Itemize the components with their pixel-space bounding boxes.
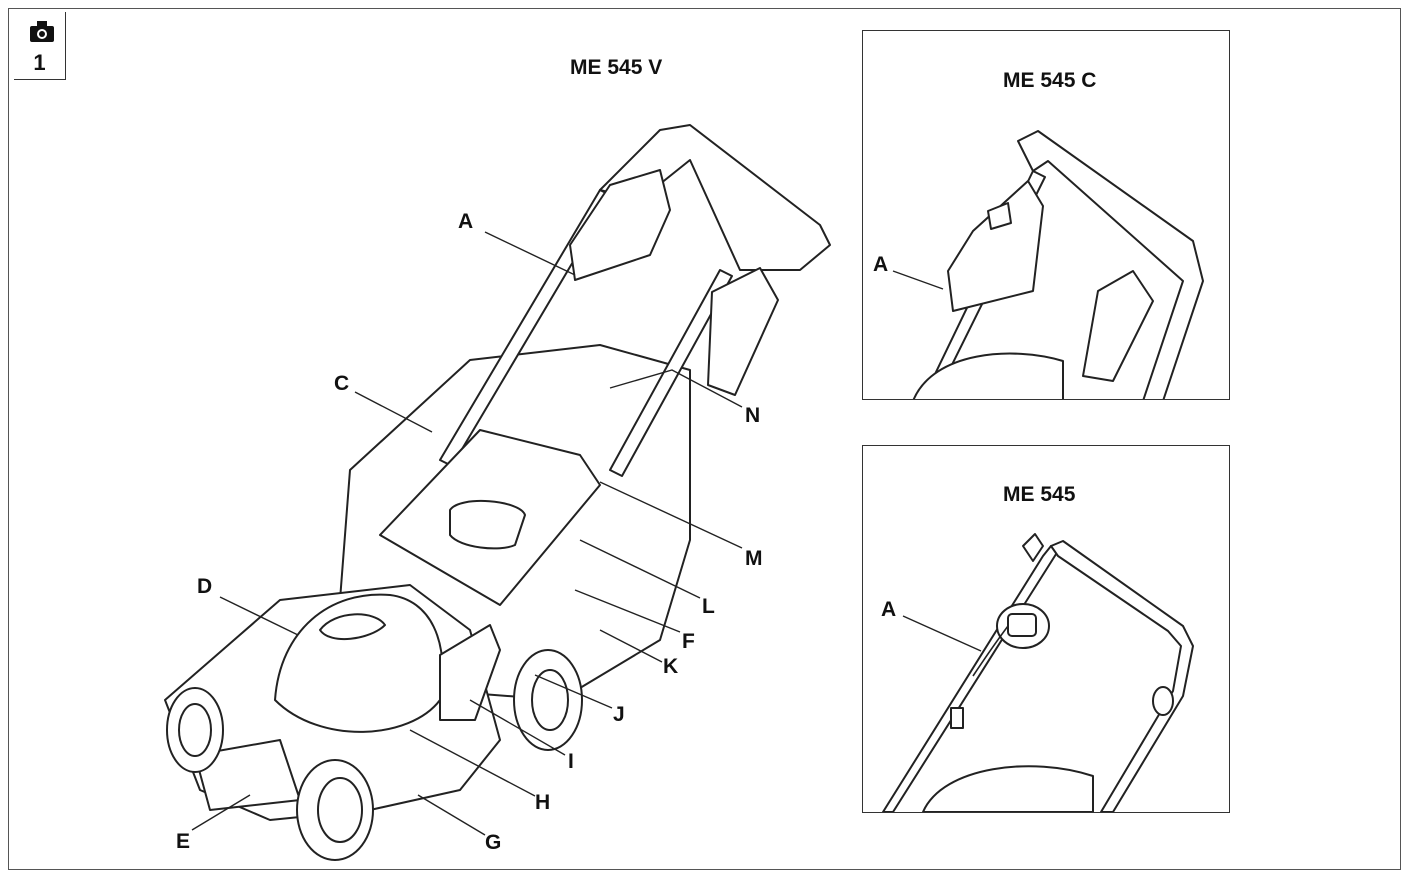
callout-e: E: [176, 830, 191, 853]
handle-grip: [1082, 270, 1154, 382]
switch-box: [569, 169, 671, 281]
camera-icon: [30, 21, 54, 42]
main-model-title: ME 545 V: [570, 56, 663, 79]
handle-grip: [707, 267, 779, 396]
callout-k: K: [663, 655, 679, 678]
page-frame: [8, 8, 1401, 870]
height-lever: [439, 624, 501, 721]
callout-l: L: [702, 595, 715, 618]
inset-me545: ME 545 A: [862, 445, 1230, 813]
switch-box: [947, 180, 1044, 312]
inset-bottom-title: ME 545: [1003, 483, 1076, 506]
handle-cable-drawing: [882, 533, 1194, 812]
figure-number: 1: [33, 50, 46, 75]
handle-switch-drawing: [892, 130, 1204, 399]
callout-j: J: [613, 703, 625, 726]
motor-hood: [274, 593, 444, 733]
callout-g: G: [485, 831, 502, 854]
figure-badge: 1: [14, 12, 66, 80]
callout-n: N: [745, 404, 761, 427]
callout-h: H: [535, 791, 551, 814]
inset-me545c: ME 545 C A: [862, 30, 1230, 400]
inset-top-title: ME 545 C: [1003, 69, 1097, 92]
callout-f: F: [682, 630, 695, 653]
inset-top-callout-a: A: [873, 253, 889, 276]
callout-c: C: [334, 372, 350, 395]
callout-a: A: [458, 210, 474, 233]
inset-bottom-callout-a: A: [881, 598, 897, 621]
callout-i: I: [568, 750, 574, 773]
handle-right: [609, 269, 733, 477]
callout-d: D: [197, 575, 213, 598]
callout-m: M: [745, 547, 763, 570]
handle-top: [599, 124, 831, 271]
